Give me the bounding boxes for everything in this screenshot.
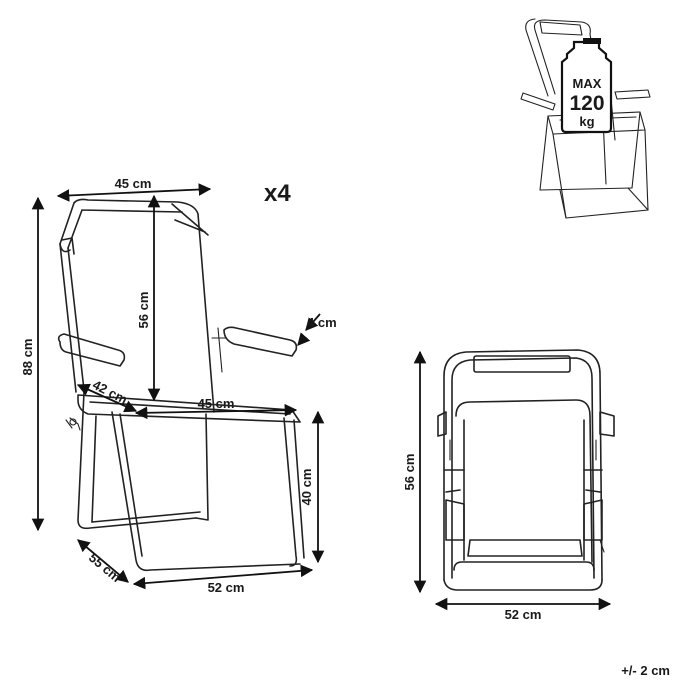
dim-base-width: 52 cm — [208, 580, 245, 595]
max-load-badge: MAX 120 kg — [560, 38, 613, 134]
dim-back-height: 56 cm — [136, 292, 151, 329]
thumbnail-chair — [520, 18, 651, 219]
dim-total-height: 88 cm — [20, 339, 35, 376]
badge-max-label: MAX — [573, 76, 602, 91]
badge-unit: kg — [579, 114, 594, 129]
dim-armrest-width: 4 cm — [307, 315, 337, 330]
dim-folded-height: 56 cm — [402, 454, 417, 491]
dim-seat-height: 40 cm — [299, 469, 314, 506]
dim-folded-width: 52 cm — [505, 607, 542, 622]
dim-seat-width: 45 cm — [198, 396, 235, 411]
dim-base-depth: 55 cm — [86, 550, 124, 585]
quantity-label: x4 — [264, 180, 291, 207]
folded-view-chair — [437, 349, 615, 591]
tolerance-note: +/- 2 cm — [621, 663, 670, 678]
folded-view-dimensions: 56 cm 52 cm — [402, 350, 612, 622]
dim-top-width: 45 cm — [115, 176, 152, 191]
badge-weight-value: 120 — [569, 92, 604, 115]
